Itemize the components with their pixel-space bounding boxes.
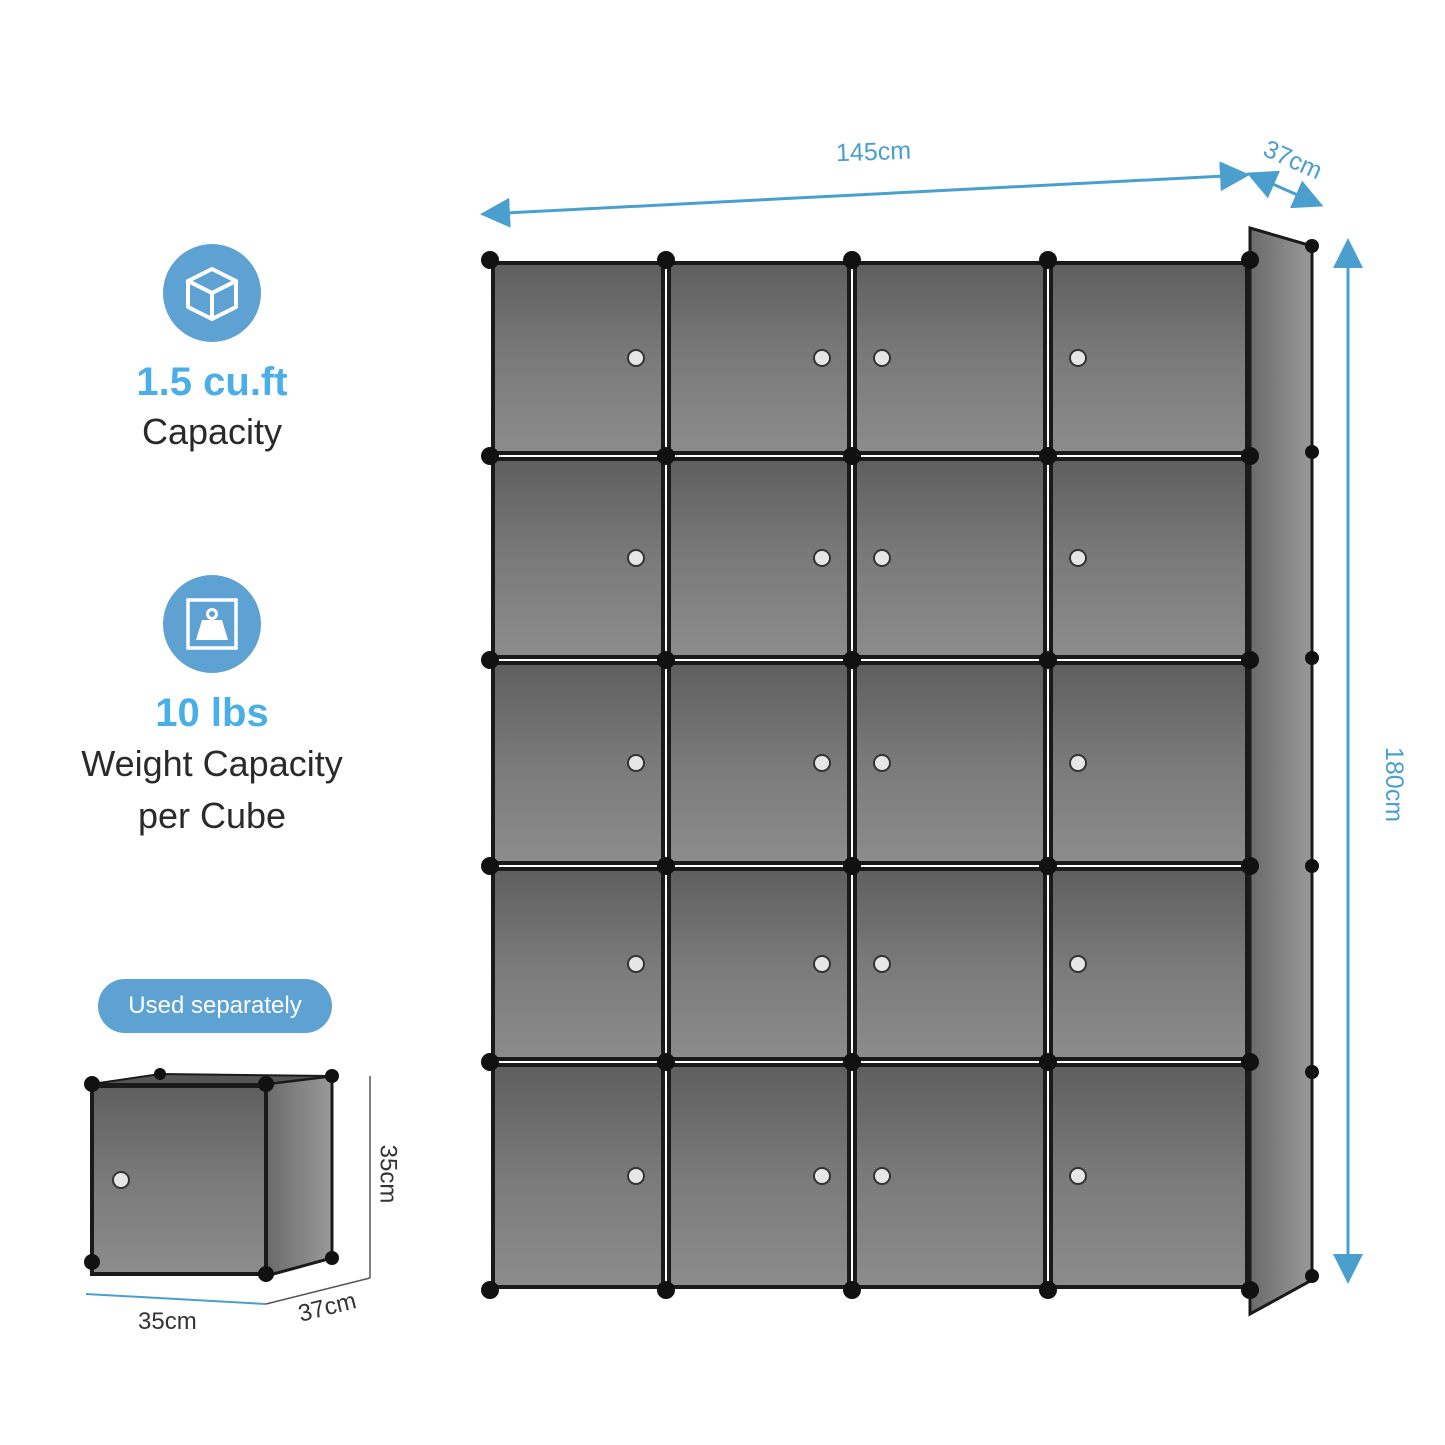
storage-cube bbox=[853, 261, 1047, 455]
door-knob bbox=[627, 1167, 645, 1185]
connector-joint bbox=[1241, 1281, 1259, 1299]
door-knob bbox=[1069, 754, 1087, 772]
door-knob bbox=[813, 549, 831, 567]
storage-cube bbox=[491, 867, 665, 1061]
cube-width-line bbox=[85, 1293, 267, 1305]
storage-cube bbox=[853, 457, 1047, 659]
connector-joint bbox=[1039, 857, 1057, 875]
storage-cube bbox=[853, 867, 1047, 1061]
connector-joint bbox=[1241, 1053, 1259, 1071]
connector-joint bbox=[843, 447, 861, 465]
storage-cube bbox=[853, 661, 1047, 865]
cube-width-label: 35cm bbox=[138, 1308, 197, 1335]
connector-joint bbox=[657, 857, 675, 875]
storage-cube bbox=[491, 457, 665, 659]
door-knob bbox=[627, 754, 645, 772]
storage-cube bbox=[1049, 457, 1249, 659]
cube-depth-line bbox=[265, 1277, 371, 1305]
connector-joint bbox=[1039, 651, 1057, 669]
connector-joint bbox=[481, 1281, 499, 1299]
door-knob bbox=[1069, 349, 1087, 367]
door-knob bbox=[873, 349, 891, 367]
capacity-label: Capacity bbox=[141, 411, 283, 452]
connector-joint bbox=[1039, 251, 1057, 269]
connector-joint bbox=[481, 251, 499, 269]
weight-label-line1: Weight Capacity bbox=[81, 743, 343, 784]
connector-joint bbox=[843, 857, 861, 875]
connector-joint bbox=[657, 251, 675, 269]
storage-cube bbox=[1049, 867, 1249, 1061]
connector-joint bbox=[481, 447, 499, 465]
door-knob bbox=[112, 1171, 130, 1189]
door-knob bbox=[627, 955, 645, 973]
door-knob bbox=[873, 754, 891, 772]
door-knob bbox=[873, 955, 891, 973]
connector-joint bbox=[481, 1053, 499, 1071]
connector-joint bbox=[657, 651, 675, 669]
storage-cube bbox=[667, 457, 851, 659]
connector-joint bbox=[1305, 445, 1319, 459]
door-knob bbox=[813, 349, 831, 367]
connector-joint bbox=[1305, 859, 1319, 873]
connector-joint bbox=[481, 857, 499, 875]
connector-joint bbox=[1305, 1065, 1319, 1079]
connector-joint bbox=[1305, 239, 1319, 253]
connector-joint bbox=[1241, 857, 1259, 875]
cabinet-width-label: 145cm bbox=[835, 136, 912, 168]
connector-joint bbox=[481, 651, 499, 669]
cabinet-grid bbox=[481, 239, 1319, 1299]
connector-joint bbox=[1039, 1281, 1057, 1299]
connector-joint bbox=[1241, 447, 1259, 465]
capacity-value: 1.5 cu.ft bbox=[136, 360, 288, 404]
connector-joint bbox=[657, 1053, 675, 1071]
cube-height-label: 35cm bbox=[374, 1144, 402, 1204]
door-knob bbox=[813, 955, 831, 973]
storage-cube bbox=[853, 1063, 1047, 1289]
capacity-badge bbox=[163, 244, 261, 342]
cabinet-side bbox=[1248, 226, 1314, 1317]
weight-icon bbox=[186, 598, 238, 650]
connector-joint bbox=[657, 447, 675, 465]
connector-joint bbox=[1039, 447, 1057, 465]
connector-joint bbox=[657, 1281, 675, 1299]
storage-cube bbox=[667, 867, 851, 1061]
single-cube bbox=[84, 1068, 339, 1282]
connector-joint bbox=[1241, 651, 1259, 669]
connector-joint bbox=[843, 1053, 861, 1071]
connector-joint bbox=[843, 1281, 861, 1299]
door-knob bbox=[1069, 549, 1087, 567]
connector-joint bbox=[1305, 1269, 1319, 1283]
depth-dimension-line bbox=[1246, 170, 1324, 209]
connector-joint bbox=[1305, 651, 1319, 665]
storage-cube bbox=[1049, 1063, 1249, 1289]
door-knob bbox=[873, 1167, 891, 1185]
storage-cube bbox=[1049, 661, 1249, 865]
connector-joint bbox=[1241, 251, 1259, 269]
door-knob bbox=[813, 754, 831, 772]
cabinet-height-label: 180cm bbox=[1380, 746, 1409, 823]
connector-joint bbox=[1039, 1053, 1057, 1071]
storage-cube bbox=[667, 261, 851, 455]
connector-joint bbox=[843, 651, 861, 669]
storage-cube bbox=[667, 1063, 851, 1289]
cube-icon bbox=[186, 267, 238, 321]
storage-cube bbox=[667, 661, 851, 865]
door-knob bbox=[1069, 1167, 1087, 1185]
door-knob bbox=[1069, 955, 1087, 973]
used-separately-badge: Used separately bbox=[98, 979, 332, 1033]
weight-value: 10 lbs bbox=[155, 691, 269, 735]
door-knob bbox=[813, 1167, 831, 1185]
storage-cube bbox=[491, 661, 665, 865]
door-knob bbox=[873, 549, 891, 567]
door-knob bbox=[627, 549, 645, 567]
storage-cube bbox=[491, 1063, 665, 1289]
connector-joint bbox=[843, 251, 861, 269]
weight-badge bbox=[163, 575, 261, 673]
width-dimension-line bbox=[480, 161, 1250, 228]
storage-cube bbox=[1049, 261, 1249, 455]
door-knob bbox=[627, 349, 645, 367]
storage-cube bbox=[491, 261, 665, 455]
weight-label-line2: per Cube bbox=[137, 795, 287, 836]
